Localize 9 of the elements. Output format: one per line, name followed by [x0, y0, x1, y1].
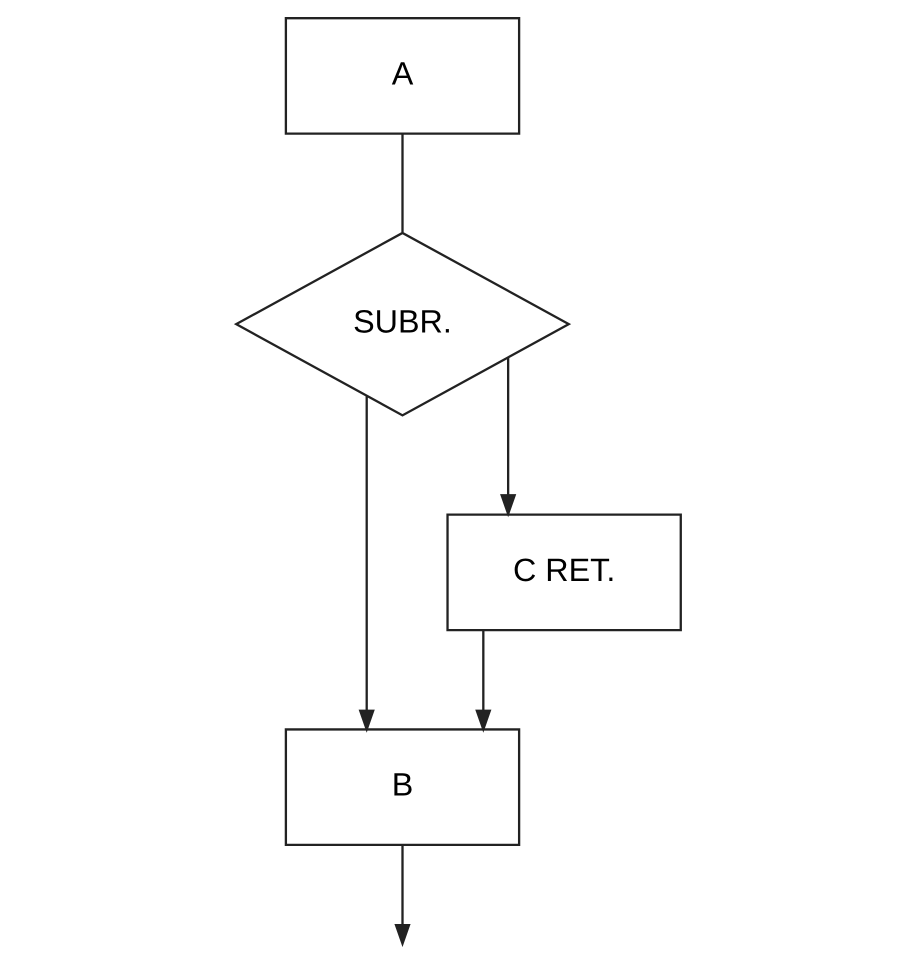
- node-diamond: SUBR.: [233, 232, 571, 417]
- node-box: C RET.: [446, 514, 682, 632]
- arrow: [394, 845, 410, 948]
- node-box: B: [284, 728, 520, 846]
- arrow: [358, 396, 374, 733]
- arrow: [500, 358, 516, 518]
- arrow: [474, 631, 491, 733]
- connector: [400, 134, 404, 232]
- node-box: A: [284, 17, 520, 135]
